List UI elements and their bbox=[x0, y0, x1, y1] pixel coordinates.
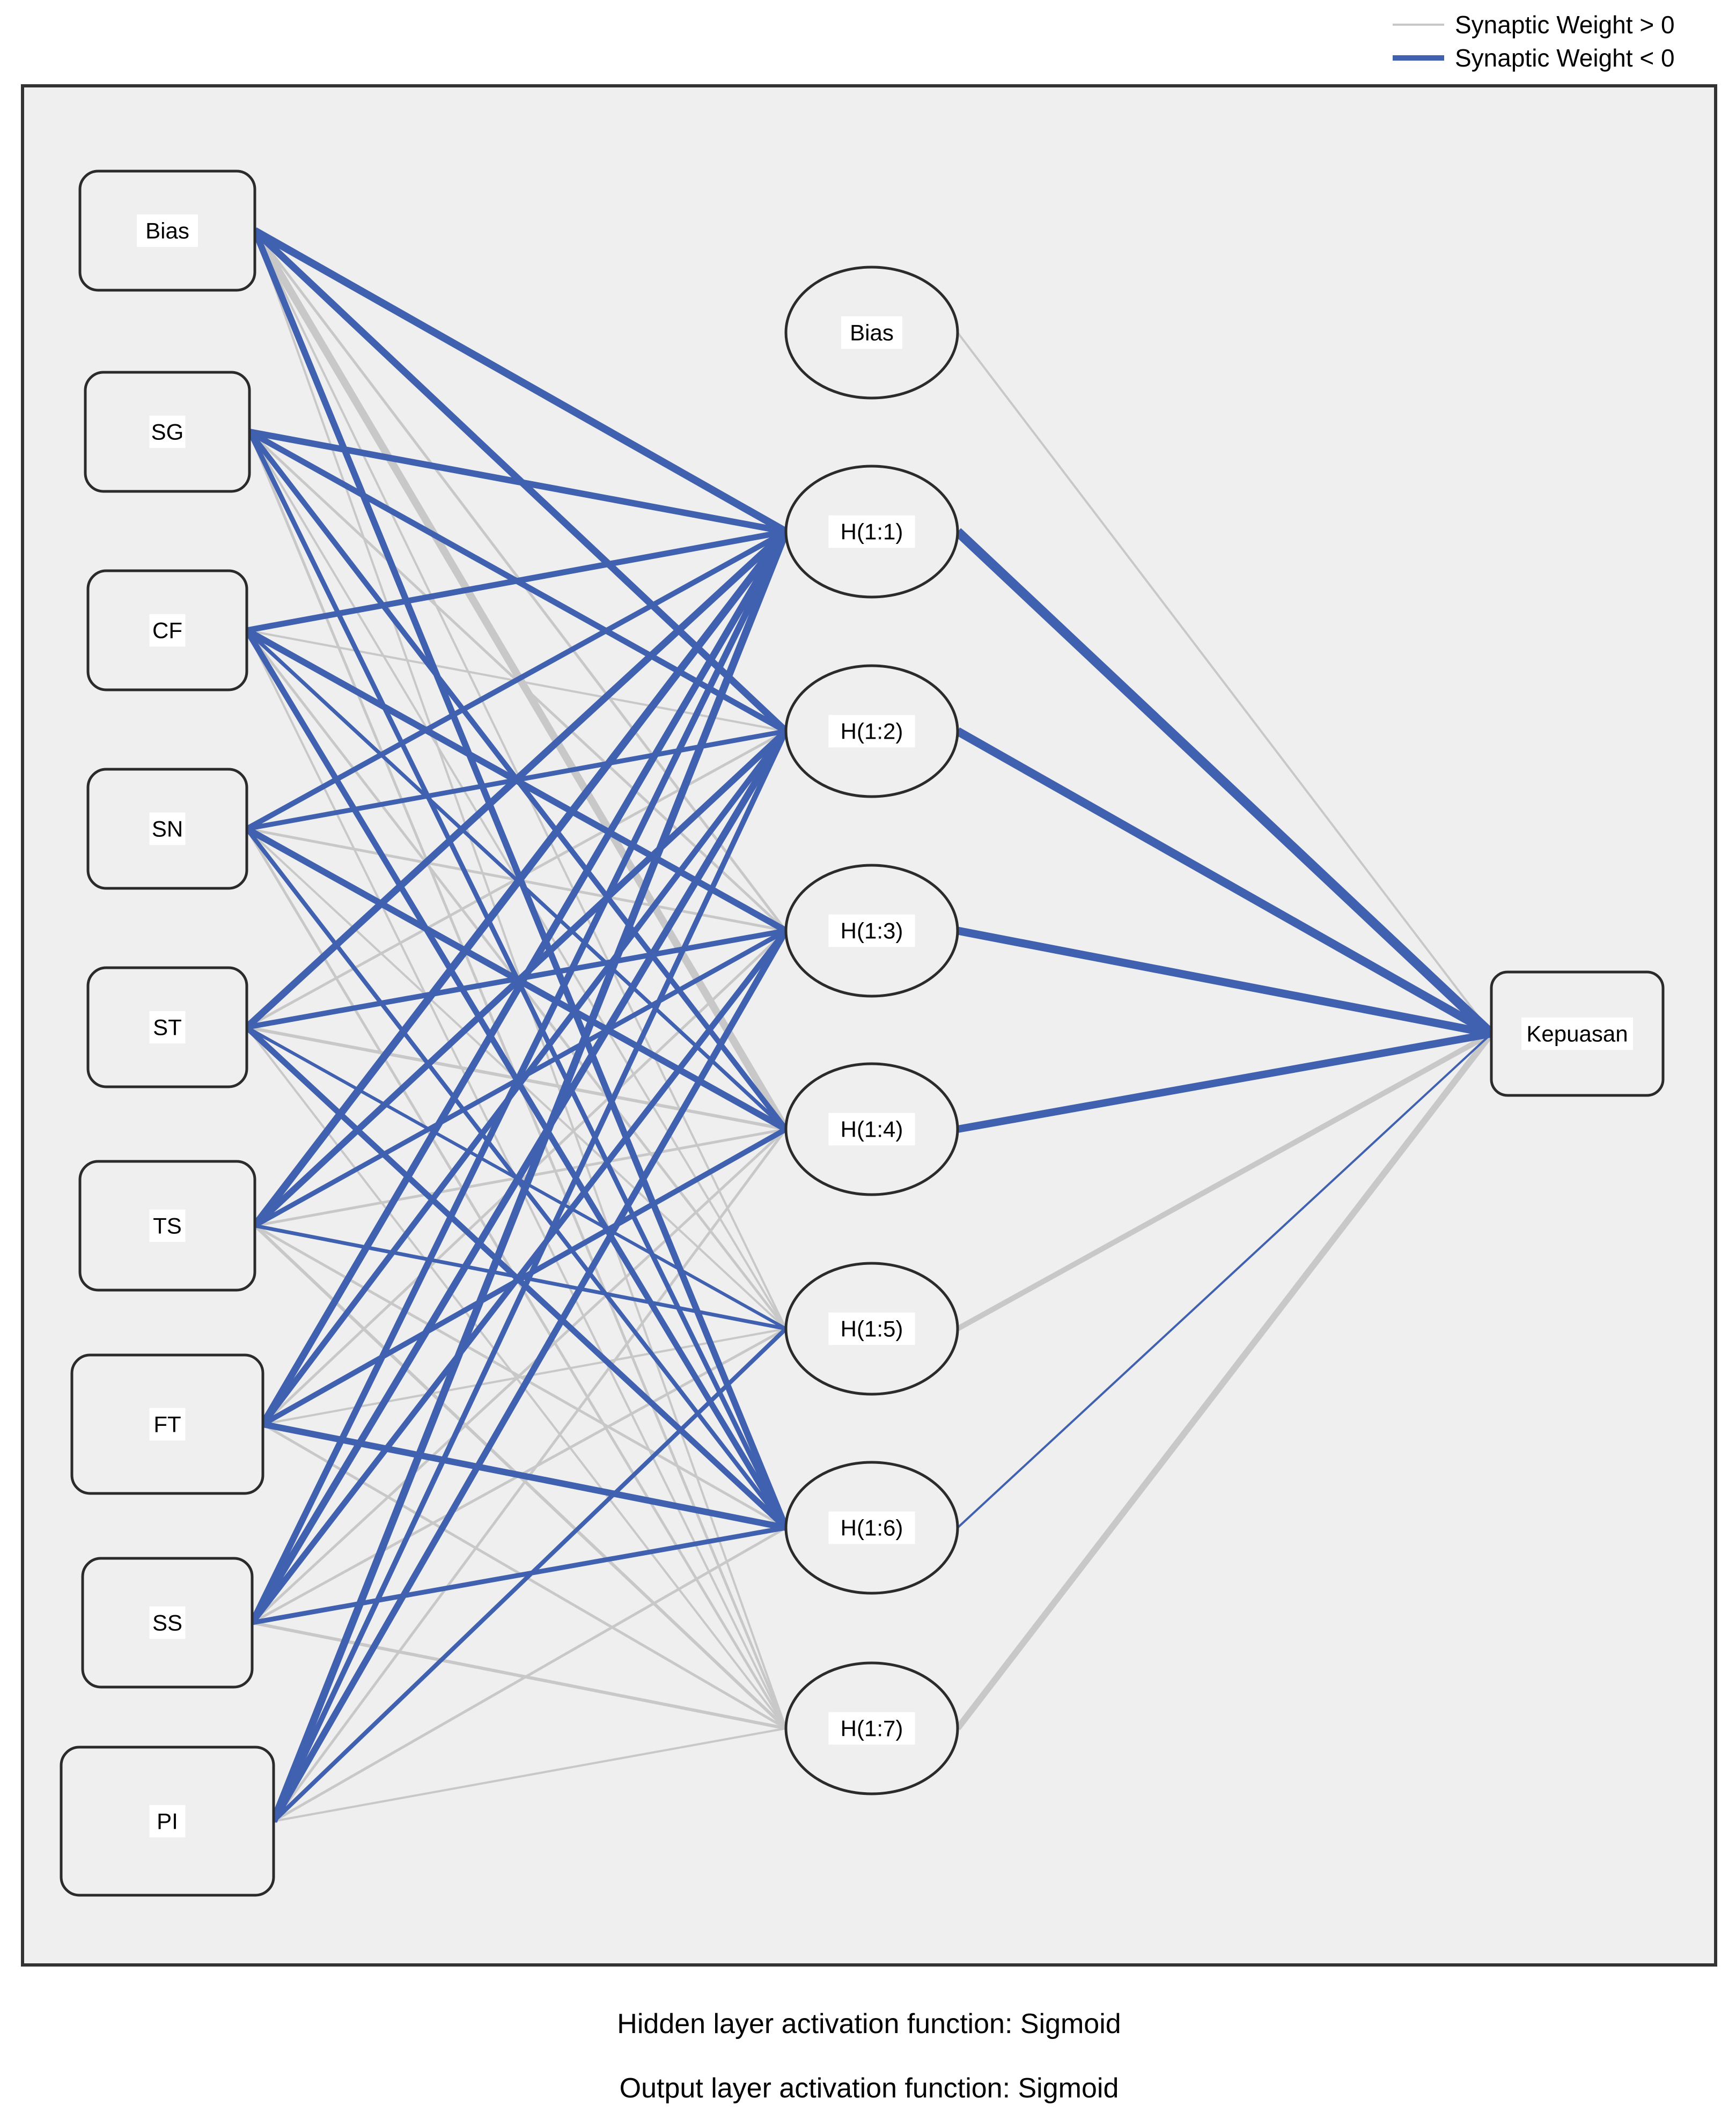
node-label-backdrop bbox=[149, 415, 186, 448]
synapse-edge bbox=[245, 529, 788, 831]
synapse-edge bbox=[249, 530, 789, 1624]
synapse-edge bbox=[271, 730, 789, 1823]
node-label-backdrop bbox=[149, 1011, 186, 1044]
synapse-edge bbox=[273, 1526, 787, 1823]
output-node-label-kepuasan: Kepuasan bbox=[1526, 1021, 1628, 1047]
input-node-label-ts: TS bbox=[153, 1213, 182, 1239]
node-label-backdrop bbox=[828, 1312, 915, 1345]
node-label-backdrop bbox=[149, 1805, 186, 1838]
input-node-label-ss: SS bbox=[152, 1610, 182, 1636]
synapse-edge bbox=[270, 530, 790, 1823]
input-node-label-cf: CF bbox=[152, 618, 182, 643]
node-label-backdrop bbox=[841, 316, 903, 349]
synapse-edge bbox=[262, 1421, 787, 1531]
node-label-backdrop bbox=[149, 812, 186, 845]
node-label-backdrop bbox=[149, 614, 186, 647]
hidden-activation-caption: Hidden layer activation function: Sigmoi… bbox=[617, 2008, 1121, 2040]
synapse-edge bbox=[248, 429, 787, 535]
synapse-edge bbox=[260, 729, 789, 1426]
synapse-edge bbox=[955, 727, 1494, 1037]
hidden-node-label-h-6: H(1:6) bbox=[841, 1515, 903, 1541]
hidden-node-label-h-5: H(1:5) bbox=[841, 1316, 903, 1342]
synapse-edge bbox=[244, 529, 789, 1030]
synapse-edge bbox=[249, 929, 789, 1625]
input-node-label-ft: FT bbox=[153, 1412, 181, 1437]
synapse-edge bbox=[260, 529, 789, 1426]
hidden-node-label-h-2: H(1:2) bbox=[841, 719, 903, 744]
synapse-edge bbox=[957, 1030, 1492, 1133]
node-label-backdrop bbox=[828, 1511, 915, 1544]
synapse-edge bbox=[252, 1621, 786, 1730]
node-label-backdrop bbox=[149, 1606, 186, 1639]
input-node-label-bias: Bias bbox=[145, 218, 189, 244]
synapse-edge bbox=[957, 332, 1492, 1035]
node-label-backdrop bbox=[828, 914, 915, 947]
hidden-node-label-h-3: H(1:3) bbox=[841, 918, 903, 944]
synapse-edge bbox=[956, 1031, 1493, 1331]
input-node-label-sn: SN bbox=[152, 816, 183, 842]
hidden-node-label-h-bias: Bias bbox=[850, 320, 894, 345]
synapse-edge bbox=[957, 926, 1492, 1038]
synapse-edge bbox=[270, 929, 789, 1823]
input-node-label-pi: PI bbox=[157, 1809, 178, 1834]
hidden-node-label-h-7: H(1:7) bbox=[841, 1716, 903, 1741]
node-label-backdrop bbox=[1521, 1017, 1634, 1050]
synapse-edge bbox=[272, 1327, 788, 1823]
legend: Synaptic Weight > 0 Synaptic Weight < 0 bbox=[1393, 11, 1675, 72]
node-label-backdrop bbox=[828, 1113, 915, 1146]
synapse-edge bbox=[246, 528, 786, 634]
hidden-node-label-h-4: H(1:4) bbox=[841, 1117, 903, 1142]
synapse-edge bbox=[957, 1033, 1492, 1529]
input-node-label-sg: SG bbox=[151, 419, 184, 445]
synapse-edge bbox=[273, 1727, 786, 1822]
node-label-backdrop bbox=[828, 515, 915, 548]
synapse-edge bbox=[955, 1032, 1494, 1731]
synapse-edge bbox=[252, 1525, 786, 1625]
hidden-node-label-h-1: H(1:1) bbox=[841, 519, 903, 544]
synapse-edge bbox=[261, 1127, 788, 1427]
legend-label-positive: Synaptic Weight > 0 bbox=[1455, 11, 1675, 39]
output-activation-caption: Output layer activation function: Sigmoi… bbox=[620, 2073, 1119, 2104]
legend-label-negative: Synaptic Weight < 0 bbox=[1455, 44, 1675, 72]
node-label-backdrop bbox=[149, 1408, 186, 1441]
node-label-backdrop bbox=[136, 214, 198, 247]
node-label-backdrop bbox=[149, 1209, 186, 1242]
synapse-edge bbox=[253, 227, 788, 535]
input-node-label-st: ST bbox=[153, 1015, 182, 1040]
node-label-backdrop bbox=[828, 1712, 915, 1745]
synapse-edge bbox=[954, 528, 1495, 1037]
synapse-edge bbox=[249, 729, 789, 1625]
synapse-edge bbox=[252, 529, 789, 1228]
synapse-edge bbox=[251, 1128, 787, 1624]
edges-layer bbox=[244, 227, 1495, 1823]
node-label-backdrop bbox=[828, 715, 915, 748]
